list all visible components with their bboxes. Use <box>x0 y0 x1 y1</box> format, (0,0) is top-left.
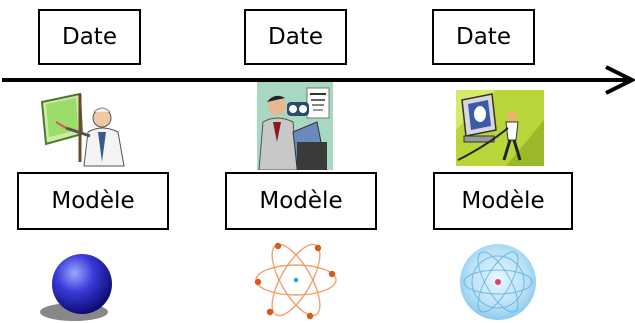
solid-sphere-model-icon <box>40 254 112 321</box>
date-box-2: Date <box>244 9 347 65</box>
model-box-1: Modèle <box>17 172 169 230</box>
date-label-2: Date <box>268 24 323 50</box>
model-box-3: Modèle <box>433 172 573 230</box>
orbit-atom-model-icon <box>254 242 337 320</box>
quantum-cloud-atom-icon <box>460 244 536 320</box>
model-box-2: Modèle <box>225 172 377 230</box>
scientist-microscope-icon <box>257 82 333 170</box>
model-label-1: Modèle <box>51 188 135 214</box>
computer-user-icon <box>456 90 544 166</box>
model-label-2: Modèle <box>259 188 343 214</box>
date-label-3: Date <box>456 24 511 50</box>
date-label-1: Date <box>62 24 117 50</box>
date-box-1: Date <box>38 9 141 65</box>
model-label-3: Modèle <box>461 188 545 214</box>
date-box-3: Date <box>432 9 535 65</box>
teacher-pointing-board-icon <box>40 92 125 167</box>
